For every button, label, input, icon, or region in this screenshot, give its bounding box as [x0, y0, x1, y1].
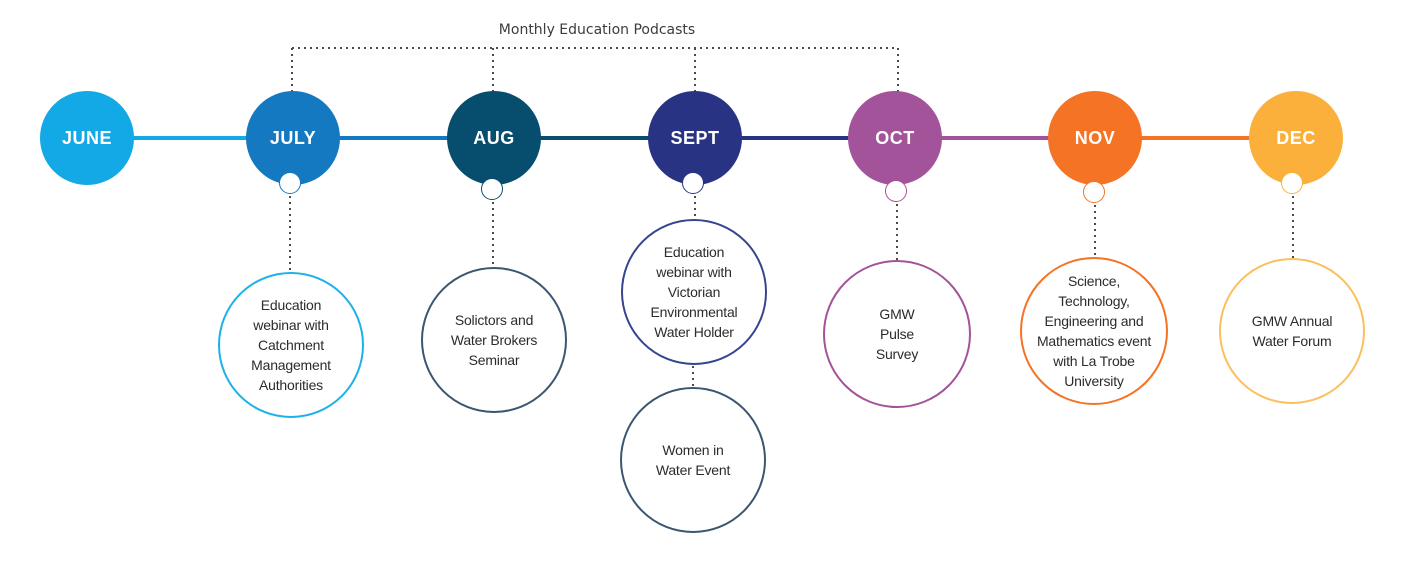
event-text-line: Women in — [662, 442, 724, 458]
event-text-line: Education — [663, 244, 725, 260]
event-text-line: University — [1064, 373, 1124, 389]
event-connectors — [289, 196, 1294, 390]
event-text-line: Water Forum — [1252, 333, 1332, 349]
event-oct: GMW Pulse Survey — [823, 260, 971, 408]
event-text-line: webinar with — [253, 317, 329, 333]
knob-oct — [885, 180, 907, 202]
event-sept-2: Women in Water Event — [620, 387, 766, 533]
event-july: Education webinar with Catchment Managem… — [218, 272, 364, 418]
event-text-line: Technology, — [1058, 293, 1130, 309]
month-label: DEC — [1276, 127, 1316, 148]
month-june: JUNE — [40, 91, 134, 185]
knob-dec — [1281, 172, 1303, 194]
month-oct: OCT — [848, 91, 942, 185]
event-text-line: Science, — [1067, 273, 1121, 289]
month-aug: AUG — [447, 91, 541, 185]
month-label: JULY — [269, 127, 317, 148]
month-july: JULY — [246, 91, 340, 185]
event-text-line: Management — [251, 357, 331, 373]
event-text-line: with La Trobe — [1053, 353, 1135, 369]
event-aug: Solictors and Water Brokers Seminar — [421, 267, 567, 413]
event-sept-1: Education webinar with Victorian Environ… — [621, 219, 767, 365]
month-label: SEPT — [670, 127, 720, 148]
event-text-line: Catchment — [258, 337, 324, 353]
event-text-line: webinar with — [656, 264, 732, 280]
event-text-line: Water Holder — [654, 324, 734, 340]
month-dec: DEC — [1249, 91, 1343, 185]
month-sept: SEPT — [648, 91, 742, 185]
knob-sept — [682, 172, 704, 194]
event-text-line: Education — [260, 297, 322, 313]
knob-nov — [1083, 181, 1105, 203]
knob-aug — [481, 178, 503, 200]
event-text-line: Mathematics event — [1036, 333, 1152, 349]
month-label: OCT — [875, 127, 915, 148]
event-text-line: GMW — [879, 306, 915, 322]
event-text-line: Environmental — [650, 304, 738, 320]
month-nov: NOV — [1048, 91, 1142, 185]
event-text-line: Seminar — [468, 352, 520, 368]
month-label: AUG — [473, 127, 515, 148]
podcast-bracket — [291, 47, 899, 92]
event-text-line: Water Brokers — [450, 332, 538, 348]
event-dec: GMW Annual Water Forum — [1219, 258, 1365, 404]
month-label: JUNE — [61, 127, 112, 148]
event-text-line: Survey — [875, 346, 919, 362]
podcast-label: Monthly Education Podcasts — [498, 22, 696, 38]
event-nov: Science, Technology, Engineering and Mat… — [1020, 257, 1168, 405]
event-text-line: Water Event — [655, 462, 731, 478]
event-text-line: Victorian — [667, 284, 721, 300]
event-text-line: Authorities — [259, 377, 323, 393]
event-text-line: Engineering and — [1044, 313, 1144, 329]
event-text-line: Pulse — [879, 326, 915, 342]
month-label: NOV — [1074, 127, 1116, 148]
event-text-line: GMW Annual — [1251, 313, 1333, 329]
knob-july — [279, 172, 301, 194]
event-text-line: Solictors and — [454, 312, 534, 328]
